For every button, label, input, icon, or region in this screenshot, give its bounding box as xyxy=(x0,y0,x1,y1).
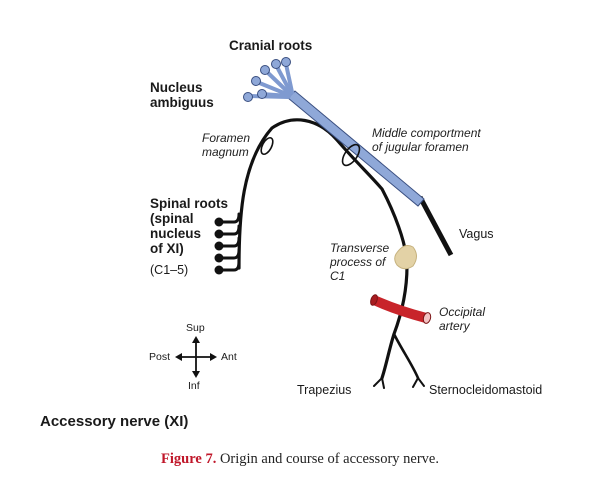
spinal-root-cells xyxy=(214,217,224,275)
label-middle-line2: of jugular foramen xyxy=(372,140,469,154)
transverse-process-c1 xyxy=(394,245,417,270)
orientation-arrowheads xyxy=(175,336,217,378)
cranial-rootlets xyxy=(247,62,294,99)
label-transverse-line1: Transverse xyxy=(330,241,390,255)
label-middle-compartment: Middle comportment of jugular foramen xyxy=(372,126,481,154)
cranial-bulb-1 xyxy=(271,59,281,69)
trapezius-terminal xyxy=(373,377,385,389)
cranial-bulb-3 xyxy=(281,57,291,67)
label-occipital-line2: artery xyxy=(439,319,470,333)
label-nucleus-line2: ambiguus xyxy=(150,95,214,110)
cranial-roots xyxy=(243,57,425,207)
label-spinal-line2: (spinal xyxy=(150,211,194,226)
sternocleidomastoid-terminal xyxy=(412,377,425,388)
label-occipital-line1: Occipital xyxy=(439,305,486,319)
label-sup: Sup xyxy=(186,322,205,334)
artery-cut-start xyxy=(370,294,378,306)
sternocleidomastoid-branch xyxy=(392,332,420,380)
label-spinal-line1: Spinal roots xyxy=(150,196,229,211)
label-occipital-artery: Occipital artery xyxy=(439,305,485,333)
spinal-root-1 xyxy=(217,212,241,224)
label-vagus: Vagus xyxy=(459,227,494,241)
post-arrow-icon xyxy=(175,353,182,361)
label-inf: Inf xyxy=(188,380,200,392)
label-transverse-line2: process of xyxy=(330,255,386,269)
rootlet-2 xyxy=(264,69,292,96)
label-spinal-line3: nucleus xyxy=(150,226,202,241)
orientation-cross xyxy=(179,340,213,374)
label-ant: Ant xyxy=(221,351,237,363)
label-transverse-process: Transverse process of C1 xyxy=(330,241,389,283)
rootlet-3 xyxy=(284,62,294,94)
figure-caption: Figure 7. Origin and course of accessory… xyxy=(0,451,600,468)
occipital-artery xyxy=(370,294,432,324)
label-foramen-line1: Foramen xyxy=(202,131,251,145)
artery-cut-end xyxy=(422,312,432,324)
label-sternocleidomastoid: Sternocleidomastoid xyxy=(429,383,543,397)
rootlet-1 xyxy=(274,63,293,95)
figure-caption-text: Origin and course of accessory nerve. xyxy=(216,451,439,467)
cranial-bulb-2 xyxy=(260,65,270,75)
figure-number: Figure 7. xyxy=(161,451,217,467)
label-foramen-line2: magnum xyxy=(202,145,249,159)
label-transverse-line3: C1 xyxy=(330,269,346,283)
label-cranial-roots: Cranial roots xyxy=(229,38,313,53)
label-trapezius: Trapezius xyxy=(297,383,352,397)
rootlet-4 xyxy=(255,80,291,97)
cranial-bulb-5 xyxy=(257,89,267,99)
label-c1-5: (C1–5) xyxy=(150,263,189,277)
label-middle-line1: Middle comportment xyxy=(372,126,481,140)
jugular-foramen-ring xyxy=(341,143,361,167)
diagram-title: Accessory nerve (XI) xyxy=(40,413,189,430)
foramen-magnum-ring xyxy=(260,136,274,156)
label-nucleus-ambiguus: Nucleus ambiguus xyxy=(150,80,214,110)
accessory-nerve-trunk xyxy=(237,118,409,380)
branch-terminals xyxy=(373,377,425,389)
label-spinal-roots: Spinal roots (spinal nucleus of XI) xyxy=(150,196,228,256)
spinal-root-cell-5 xyxy=(214,265,224,275)
artery-body xyxy=(371,295,428,323)
label-spinal-line4: of XI) xyxy=(150,241,184,256)
label-nucleus-line1: Nucleus xyxy=(150,80,203,95)
vagus-nerve xyxy=(417,195,454,257)
label-post: Post xyxy=(149,351,171,363)
spinal-root-cell-4 xyxy=(214,253,224,263)
cranial-bulb-4 xyxy=(251,76,261,86)
spinal-root-cell-1 xyxy=(214,217,224,227)
spinal-root-cell-3 xyxy=(214,241,224,251)
sup-arrow-icon xyxy=(192,336,200,343)
cranial-rootlet-bulbs xyxy=(243,57,291,102)
spinal-root-cell-2 xyxy=(214,229,224,239)
label-foramen-magnum: Foramen magnum xyxy=(202,131,250,159)
cranial-bulb-6 xyxy=(243,92,253,102)
rootlet-6 xyxy=(247,94,290,99)
ant-arrow-icon xyxy=(210,353,217,361)
accessory-nerve-diagram xyxy=(175,57,454,389)
inf-arrow-icon xyxy=(192,371,200,378)
